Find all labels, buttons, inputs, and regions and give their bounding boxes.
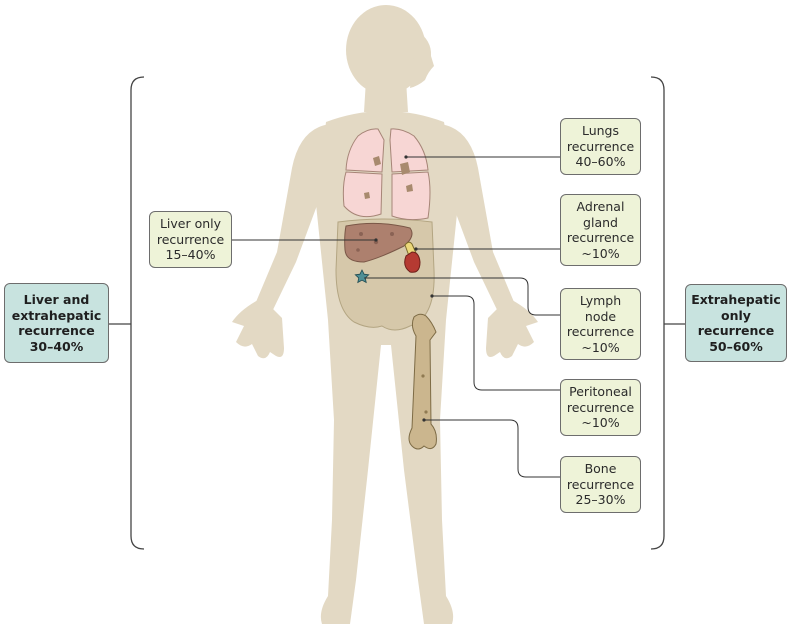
extra-only-line-1: Extrahepatic bbox=[691, 292, 781, 307]
lungs-recurrence-box: Lungs recurrence 40–60% bbox=[560, 118, 641, 175]
liver-and-extrahepatic-box: Liver and extrahepatic recurrence 30–40% bbox=[4, 283, 109, 363]
lungs-label-line-2: recurrence bbox=[566, 138, 635, 154]
left-bracket bbox=[130, 76, 145, 550]
extra-only-line-4: 50–60% bbox=[709, 338, 763, 354]
liver-extra-line-1: Liver and bbox=[23, 292, 90, 307]
leader-dots bbox=[374, 155, 434, 422]
adrenal-kidney bbox=[404, 241, 421, 273]
bone-line-2: recurrence bbox=[566, 476, 635, 492]
lymph-node-star-icon bbox=[354, 269, 370, 284]
extrahepatic-only-box: Extrahepatic only recurrence 50–60% bbox=[685, 284, 787, 362]
lymph-line-4: ~10% bbox=[581, 339, 620, 355]
extra-only-line-2: only bbox=[721, 307, 751, 323]
lungs-label-line-1: Lungs bbox=[581, 123, 620, 139]
femur-bone bbox=[408, 313, 437, 450]
extra-only-line-3: recurrence bbox=[697, 323, 775, 338]
adrenal-line-2: gland bbox=[583, 214, 618, 230]
leader-lines bbox=[232, 156, 560, 478]
adrenal-line-1: Adrenal bbox=[576, 199, 625, 214]
lungs-label-line-3: 40–60% bbox=[575, 154, 626, 170]
lymph-line-2: node bbox=[584, 308, 617, 324]
peritoneal-box: Peritoneal recurrence ~10% bbox=[560, 379, 641, 436]
liver-only-line-3: 15–40% bbox=[165, 247, 216, 263]
adrenal-gland-box: Adrenal gland recurrence ~10% bbox=[560, 194, 641, 266]
peritoneal-line-3: ~10% bbox=[581, 415, 620, 431]
right-bracket bbox=[650, 76, 665, 550]
bone-line-1: Bone bbox=[584, 461, 617, 477]
adrenal-line-4: ~10% bbox=[581, 245, 620, 261]
adrenal-line-3: recurrence bbox=[566, 230, 635, 245]
lymph-line-1: Lymph bbox=[579, 293, 622, 308]
liver-only-line-1: Liver only bbox=[159, 216, 222, 232]
peritoneal-line-1: Peritoneal bbox=[569, 384, 632, 400]
bone-line-3: 25–30% bbox=[575, 492, 626, 508]
peritoneal-line-2: recurrence bbox=[566, 399, 635, 415]
bone-box: Bone recurrence 25–30% bbox=[560, 456, 641, 513]
liver-only-box: Liver only recurrence 15–40% bbox=[149, 211, 232, 268]
liver-extra-line-4: 30–40% bbox=[29, 338, 84, 354]
liver-extra-line-3: recurrence bbox=[18, 323, 95, 338]
liver-only-line-2: recurrence bbox=[156, 231, 225, 247]
liver-extra-line-2: extrahepatic bbox=[11, 307, 102, 323]
lungs bbox=[342, 128, 431, 221]
lymph-node-box: Lymph node recurrence ~10% bbox=[560, 288, 641, 360]
lymph-line-3: recurrence bbox=[566, 324, 635, 339]
